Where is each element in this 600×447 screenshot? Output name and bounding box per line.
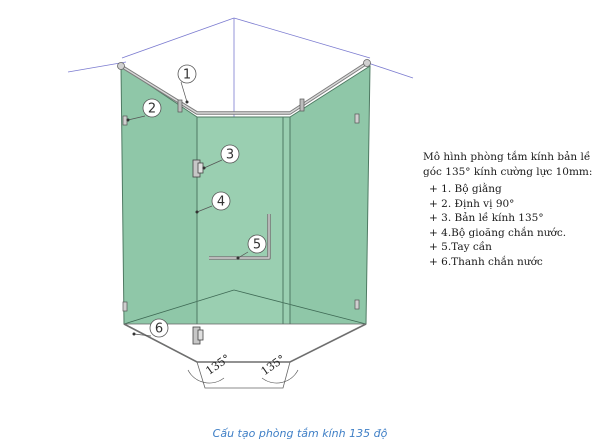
spec-item-handle: + 5.Tay cần — [429, 241, 492, 253]
leader-lines — [127, 81, 249, 337]
spec-item-gasket: + 4.Bộ gioăng chắn nước. — [429, 226, 567, 239]
callout-2: 2 — [142, 98, 162, 118]
door-handle — [209, 214, 271, 260]
spec-item-positioner: + 2. Định vị 90° — [429, 197, 515, 210]
leader-dots — [126, 100, 240, 336]
callout-5: 5 — [247, 234, 267, 254]
callouts: 1 2 3 4 5 6 — [142, 64, 267, 338]
specification-text: Mô hình phòng tắm kính bản lề góc 135° k… — [423, 150, 595, 269]
spec-item-brace: + 1. Bộ giằng — [429, 183, 502, 195]
hinges — [192, 159, 204, 345]
floor-guide-lines — [123, 289, 367, 325]
top-brace — [117, 59, 371, 115]
brace-clamps — [177, 98, 305, 113]
svg-text:5: 5 — [253, 238, 261, 253]
callout-1: 1 — [177, 64, 197, 84]
svg-text:4: 4 — [217, 195, 225, 210]
door-outline — [196, 117, 291, 362]
svg-text:3: 3 — [226, 148, 234, 163]
callout-3: 3 — [220, 144, 240, 164]
callout-4: 4 — [211, 191, 231, 211]
svg-text:2: 2 — [148, 102, 156, 117]
spec-item-water-bar: + 6.Thanh chắn nước — [429, 255, 543, 268]
callout-6: 6 — [149, 318, 169, 338]
svg-text:6: 6 — [155, 322, 163, 337]
water-stop-bar — [123, 323, 367, 363]
figure-caption: Cấu tạo phòng tắm kính 135 độ — [212, 427, 388, 440]
angle-arcs — [187, 369, 299, 384]
positioning-clips — [122, 113, 360, 312]
spec-title: Mô hình phòng tắm kính bản lề góc 135° k… — [423, 151, 593, 178]
spec-item-hinge: + 3. Bản lề kính 135° — [429, 212, 544, 224]
svg-text:1: 1 — [183, 68, 191, 83]
